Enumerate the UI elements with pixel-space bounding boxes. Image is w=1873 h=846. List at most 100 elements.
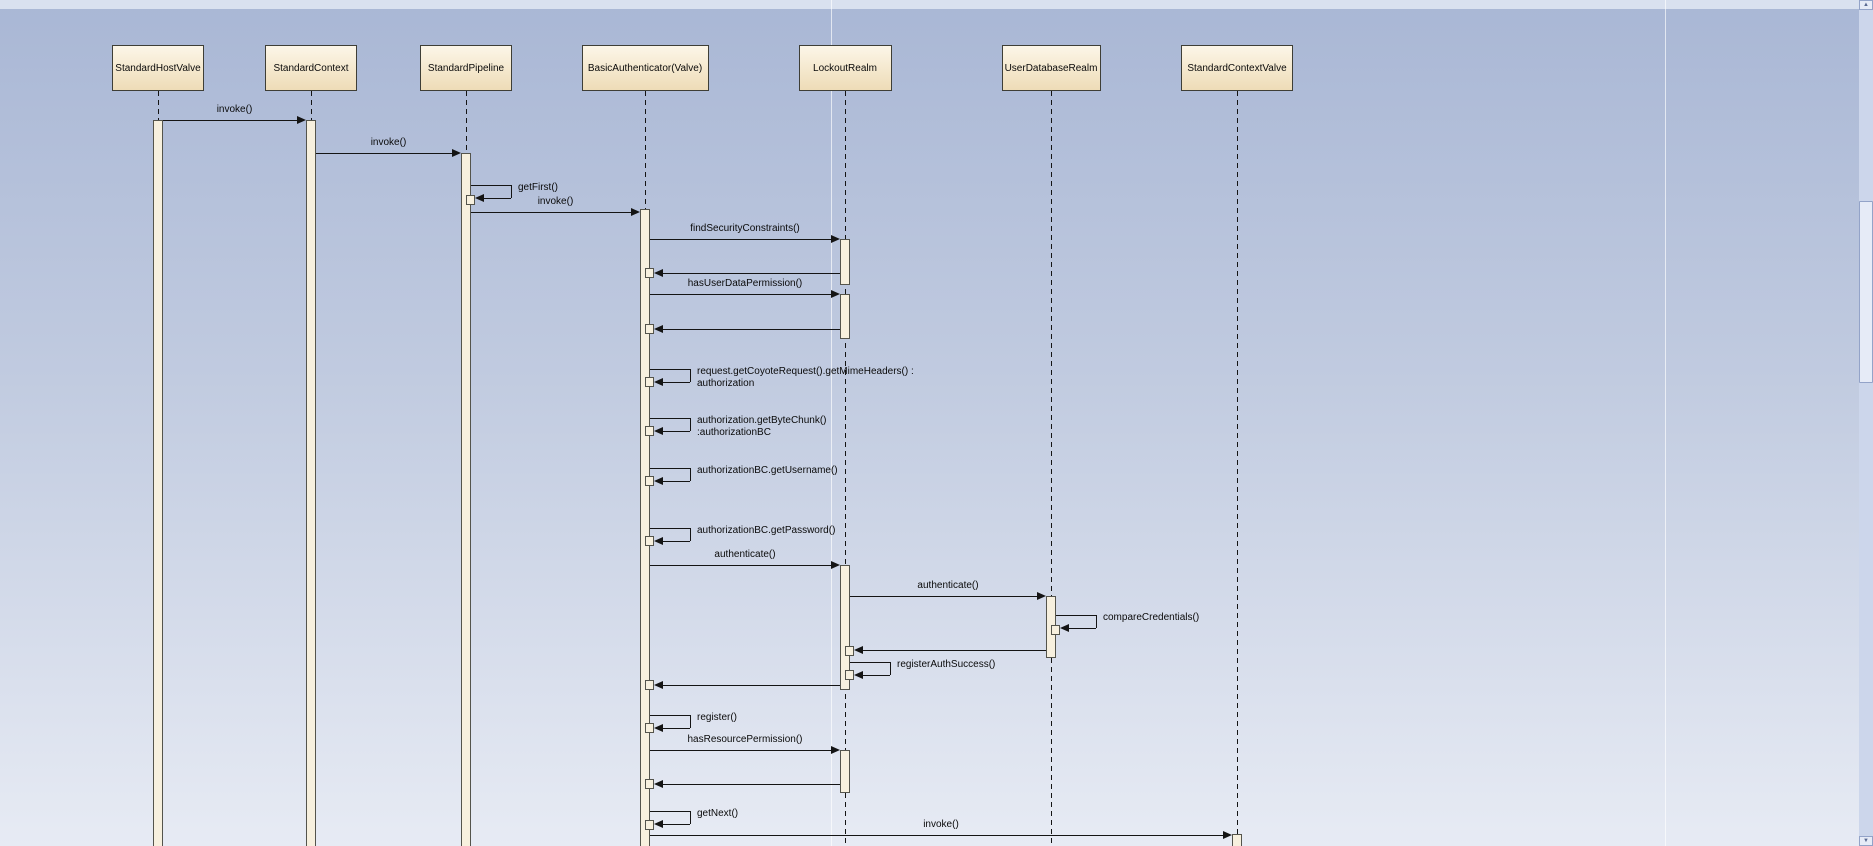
lifeline-header[interactable]: LockoutRealm	[798, 45, 892, 91]
lifeline-header[interactable]: BasicAuthenticator(Valve)	[581, 45, 709, 91]
self-message-line-bottom	[1068, 628, 1096, 629]
lifeline-header-label: LockoutRealm	[813, 62, 877, 74]
call-message-label: invoke()	[370, 137, 407, 148]
window-top-strip	[0, 0, 1873, 9]
call-arrowhead-icon	[1037, 592, 1046, 600]
lifeline-header[interactable]: StandardHostValve	[112, 45, 204, 91]
self-message-line-top[interactable]	[650, 418, 690, 419]
page-break-line	[831, 0, 832, 846]
nested-activation-mark	[1051, 625, 1060, 635]
return-message-line[interactable]	[862, 650, 1046, 651]
call-message-label: authenticate()	[714, 549, 776, 560]
self-message-label: authorization.getByteChunk():authorizati…	[697, 415, 827, 439]
self-message-label-line: authorizationBC.getPassword()	[697, 525, 836, 536]
call-arrowhead-icon	[297, 116, 306, 124]
self-message-arrowhead-icon	[654, 724, 663, 732]
return-arrowhead-icon	[654, 681, 663, 689]
self-message-line-right	[690, 811, 691, 824]
activation-bar[interactable]	[153, 120, 163, 846]
call-message-line[interactable]	[650, 565, 832, 566]
self-message-label: compareCredentials()	[1103, 612, 1199, 624]
activation-bar[interactable]	[461, 153, 471, 846]
self-message-label: register()	[697, 712, 737, 724]
lifeline-header[interactable]: StandardContextValve	[1181, 45, 1293, 91]
scrollbar-up-button[interactable]: ▲	[1859, 0, 1873, 10]
return-message-line[interactable]	[662, 685, 840, 686]
activation-bar[interactable]	[1232, 834, 1242, 846]
self-message-line-top[interactable]	[650, 468, 690, 469]
call-message-line[interactable]	[850, 596, 1038, 597]
self-message-label: request.getCoyoteRequest().getMimeHeader…	[697, 366, 914, 390]
self-message-line-bottom	[662, 824, 690, 825]
self-message-line-right	[690, 369, 691, 382]
lifeline-header[interactable]: StandardContext	[265, 45, 357, 91]
self-message-arrowhead-icon	[854, 671, 863, 679]
nested-activation-mark	[645, 723, 654, 733]
self-message-line-top[interactable]	[650, 715, 690, 716]
self-message-arrowhead-icon	[475, 194, 484, 202]
call-message-line[interactable]	[316, 153, 453, 154]
call-message-line[interactable]	[163, 120, 298, 121]
nested-activation-mark	[845, 670, 854, 680]
self-message-label-line: register()	[697, 712, 738, 723]
self-message-arrowhead-icon	[654, 427, 663, 435]
self-message-line-bottom	[662, 382, 690, 383]
activation-bar[interactable]	[840, 239, 850, 285]
self-message-line-bottom	[662, 728, 690, 729]
nested-activation-mark	[645, 680, 654, 690]
self-message-label-line: getFirst()	[518, 182, 558, 193]
self-message-line-bottom	[662, 481, 690, 482]
call-message-line[interactable]	[650, 294, 832, 295]
self-message-label-line: request.getCoyoteRequest().getMimeHeader…	[697, 366, 914, 377]
scrollbar-down-icon: ▼	[1863, 838, 1869, 844]
return-message-line[interactable]	[662, 273, 840, 274]
activation-bar[interactable]	[840, 750, 850, 793]
call-arrowhead-icon	[831, 235, 840, 243]
self-message-line-top[interactable]	[1056, 615, 1096, 616]
return-message-line[interactable]	[662, 784, 840, 785]
call-message-label: invoke()	[923, 819, 959, 830]
activation-bar[interactable]	[640, 209, 650, 846]
self-message-line-right	[690, 468, 691, 481]
self-message-label-line: authorizationBC.getUsername()	[697, 465, 838, 476]
nested-activation-mark	[645, 536, 654, 546]
return-message-line[interactable]	[662, 329, 840, 330]
self-message-line-top[interactable]	[650, 811, 690, 812]
call-arrowhead-icon	[631, 208, 640, 216]
activation-bar[interactable]	[840, 565, 850, 690]
self-message-line-top[interactable]	[650, 528, 690, 529]
lifeline-header[interactable]: StandardPipeline	[420, 45, 512, 91]
activation-bar[interactable]	[840, 294, 850, 339]
self-message-line-top[interactable]	[850, 662, 890, 663]
self-message-line-top[interactable]	[650, 369, 690, 370]
nested-activation-mark	[845, 646, 854, 656]
scrollbar-down-button[interactable]: ▼	[1859, 836, 1873, 846]
self-message-label-line: getNext()	[697, 808, 739, 819]
nested-activation-mark	[645, 820, 654, 830]
lifeline-header-label: StandardContext	[273, 62, 349, 74]
scrollbar-thumb[interactable]	[1859, 201, 1873, 383]
lifeline-header[interactable]: UserDatabaseRealm	[1001, 45, 1101, 91]
vertical-scrollbar-track[interactable]	[1859, 0, 1873, 846]
call-message-label: hasResourcePermission()	[687, 734, 803, 745]
self-message-label-line: compareCredentials()	[1103, 612, 1200, 623]
self-message-line-right	[511, 185, 512, 198]
self-message-label: authorizationBC.getPassword()	[697, 525, 835, 537]
call-message-label: hasUserDataPermission()	[687, 278, 803, 289]
self-message-line-right	[1096, 615, 1097, 628]
lifeline-standardcontextvalve	[1237, 91, 1238, 846]
self-message-label-line: authorization	[697, 378, 755, 389]
self-message-line-top[interactable]	[471, 185, 511, 186]
self-message-line-right	[690, 715, 691, 728]
call-message-line[interactable]	[650, 835, 1224, 836]
call-message-line[interactable]	[650, 750, 832, 751]
nested-activation-mark	[645, 268, 654, 278]
lifeline-lockoutrealm	[845, 91, 846, 846]
activation-bar[interactable]	[306, 120, 316, 846]
self-message-arrowhead-icon	[1060, 624, 1069, 632]
call-message-line[interactable]	[650, 239, 832, 240]
self-message-label: authorizationBC.getUsername()	[697, 465, 838, 477]
self-message-line-bottom	[662, 431, 690, 432]
self-message-arrowhead-icon	[654, 477, 663, 485]
call-message-line[interactable]	[471, 212, 632, 213]
